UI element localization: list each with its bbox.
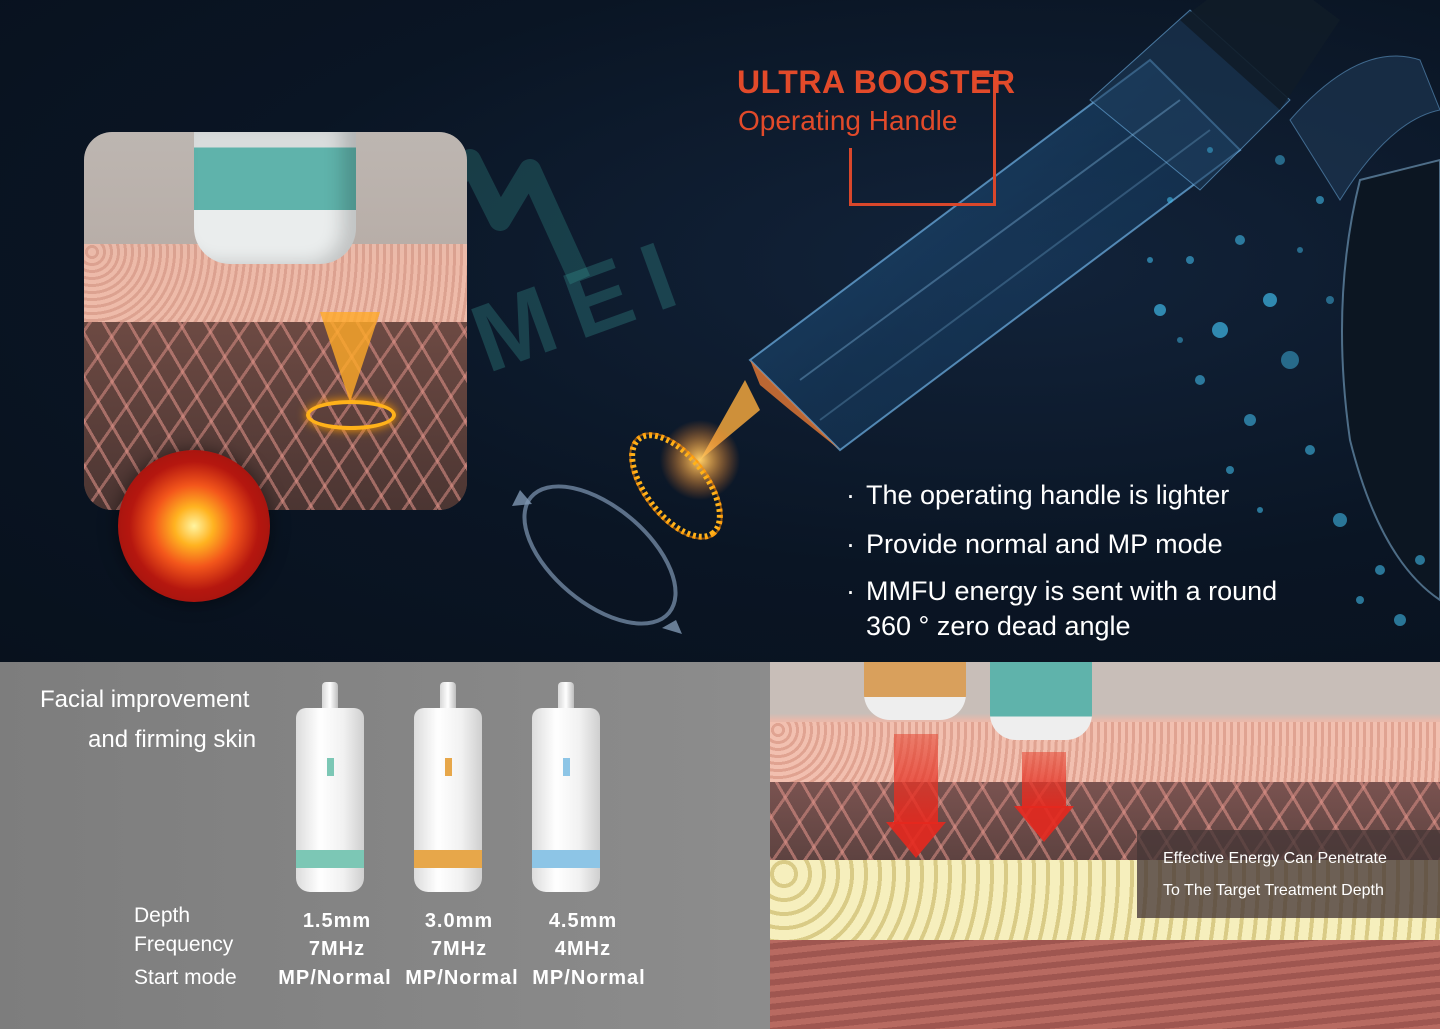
cartridge-label-tag (563, 758, 570, 776)
feature-item: · MMFU energy is sent with a round 360 °… (846, 574, 1277, 644)
cartridge-1-depth: 1.5mm (302, 910, 372, 932)
callout-bracket (849, 74, 996, 206)
feature-text: MMFU energy is sent with a round 360 ° z… (866, 574, 1277, 644)
cartridge-1-frequency: 7MHz (308, 938, 366, 960)
cartridge-label-tag (445, 758, 452, 776)
cartridge-nozzle (322, 682, 338, 710)
feature-text: The operating handle is lighter (866, 480, 1230, 510)
cartridge-3-mode: MP/Normal (532, 967, 646, 989)
energy-arrow (886, 734, 946, 858)
energy-ring-icon (629, 432, 723, 540)
feature-text: Provide normal and MP mode (866, 529, 1223, 560)
callout-title: ULTRA BOOSTER (737, 64, 1016, 100)
cartridge-3 (532, 682, 600, 892)
cartridge-color-band (414, 850, 482, 868)
teal-probe (194, 132, 356, 264)
cartridge-color-band (296, 850, 364, 868)
cartridge-color-band (532, 850, 600, 868)
spec-label-frequency: Frequency (134, 933, 234, 956)
rotation-arrow-icon (522, 484, 678, 626)
feature-item: · Provide normal and MP mode (846, 527, 1277, 562)
cartridge-3-frequency: 4MHz (554, 938, 612, 960)
cartridge-1-mode: MP/Normal (278, 967, 392, 989)
energy-ring-icon (306, 400, 396, 430)
cartridge-1 (296, 682, 364, 892)
feature-text-line: 360 ° zero dead angle (866, 611, 1131, 642)
bullet: · (846, 480, 855, 510)
cartridge-label-tag (327, 758, 334, 776)
focused-beam (320, 312, 380, 402)
cartridge-nozzle (558, 682, 574, 710)
cartridge-nozzle (440, 682, 456, 710)
muscle-layer (770, 940, 1440, 1029)
cartridge-2-mode: MP/Normal (405, 967, 519, 989)
cartridge-2 (414, 682, 482, 892)
energy-arrow (1014, 752, 1074, 842)
skin-cross-section (770, 662, 1440, 1029)
skin-treatment-inset (84, 132, 467, 510)
energy-note-panel (1137, 830, 1440, 918)
cartridge-3-depth: 4.5mm (548, 910, 618, 932)
application-line-1: Facial improvement (40, 686, 250, 713)
operating-handle-illustration (512, 9, 1440, 634)
cartridge-2-frequency: 7MHz (430, 938, 488, 960)
bullet: · (846, 576, 855, 607)
energy-note-line-1: Effective Energy Can Penetrate (1163, 850, 1387, 867)
energy-particles (1147, 147, 1425, 626)
feature-text-line: MMFU energy is sent with a round (866, 576, 1278, 607)
spec-label-depth: Depth (134, 904, 191, 927)
heat-spot-icon (118, 450, 270, 602)
spec-label-start-mode: Start mode (134, 966, 237, 989)
feature-item: · The operating handle is lighter (846, 478, 1277, 513)
energy-note-line-2: To The Target Treatment Depth (1163, 882, 1384, 899)
feature-list: · The operating handle is lighter · Prov… (846, 478, 1277, 658)
epidermis-layer (770, 722, 1440, 790)
cartridge-2-depth: 3.0mm (424, 910, 494, 932)
application-line-2: and firming skin (88, 726, 257, 753)
orange-probe (864, 662, 966, 720)
callout-subtitle: Operating Handle (738, 105, 958, 136)
bullet: · (846, 529, 855, 560)
teal-probe (990, 662, 1092, 740)
top-panel: MEI (0, 0, 1440, 662)
